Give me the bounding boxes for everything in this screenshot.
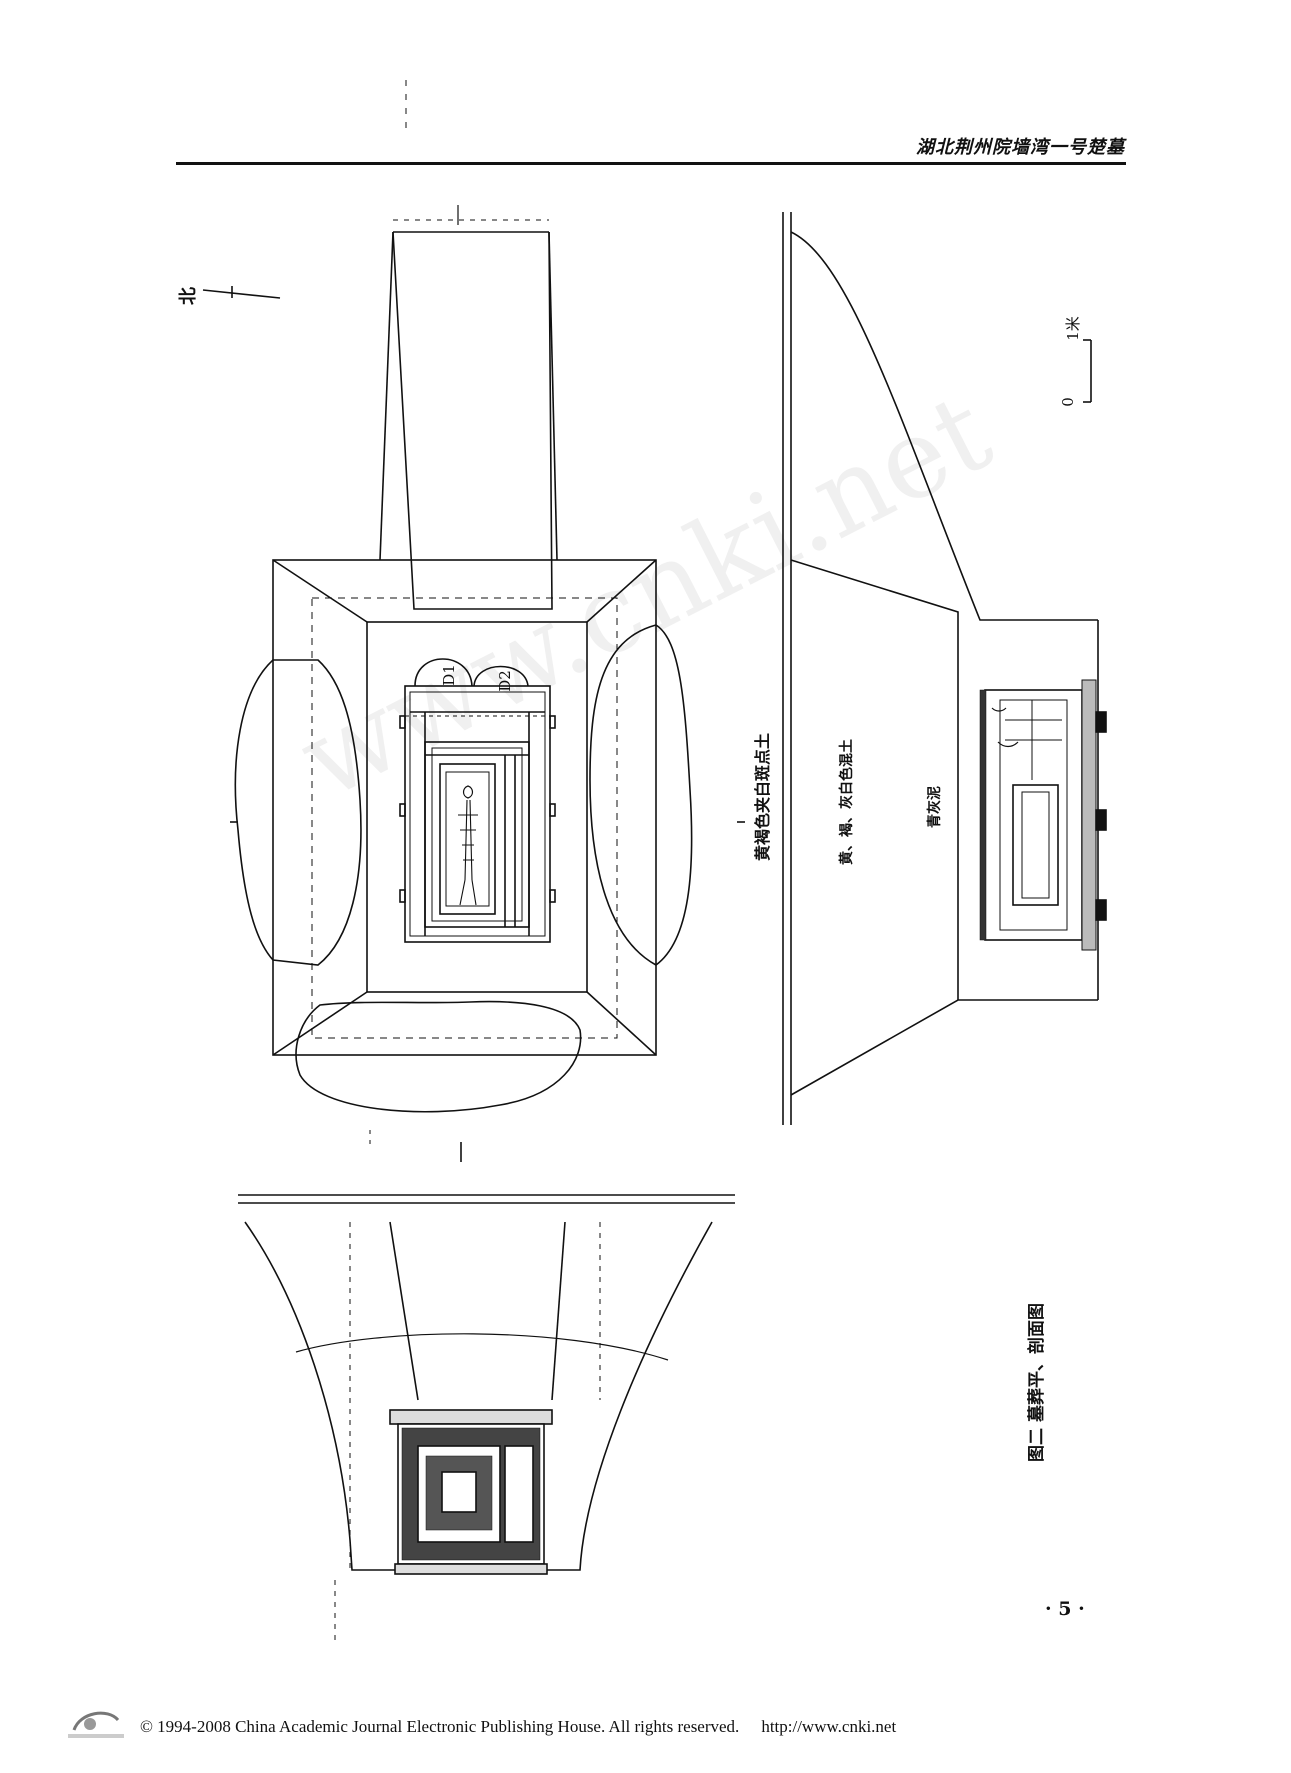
north-label: 北 xyxy=(178,287,199,305)
label-d2: D2 xyxy=(495,670,514,692)
soil-layer-label-3: 青灰泥 xyxy=(927,786,943,828)
section-long xyxy=(782,212,1107,1125)
section-cross xyxy=(238,1194,735,1640)
header-rule xyxy=(176,162,1126,165)
soil-layer-label-2: 黄、褐、灰白色混土 xyxy=(839,739,855,865)
scale-label-zero: 0 xyxy=(1058,397,1077,407)
page-number: · 5 · xyxy=(1045,1598,1085,1620)
soil-layer-label-1: 黄褐色夹白斑点土 xyxy=(753,732,773,862)
plan-view xyxy=(230,80,745,1162)
scale-label-one-meter: 1米 xyxy=(1063,316,1082,341)
footer: © 1994-2008 China Academic Journal Elect… xyxy=(140,1717,1140,1737)
figure-caption: 图二 墓葬平、剖面图 xyxy=(1026,1303,1047,1462)
cnki-logo-icon xyxy=(68,1711,124,1738)
footer-url[interactable]: http://www.cnki.net xyxy=(761,1717,897,1736)
footer-copyright: © 1994-2008 China Academic Journal Elect… xyxy=(140,1717,740,1736)
north-arrow-icon xyxy=(202,286,281,299)
label-d1: D1 xyxy=(439,664,458,686)
running-title: 湖北荆州院墙湾一号楚墓 xyxy=(916,137,1125,158)
